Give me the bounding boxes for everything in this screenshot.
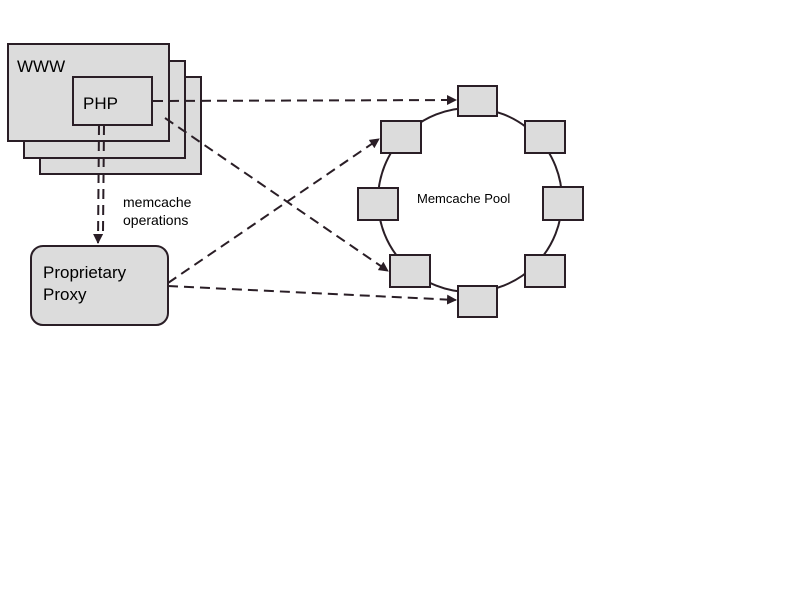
proxy-box: Proprietary Proxy bbox=[30, 245, 169, 326]
edge-label-line2: operations bbox=[123, 212, 188, 228]
arrow-php-to-proxy-b bbox=[102, 124, 105, 233]
arrow-php-to-bottom-left-node bbox=[164, 117, 389, 272]
memcache-node-right bbox=[542, 186, 584, 221]
connections bbox=[93, 95, 457, 305]
arrow-proxy-to-top-left-node bbox=[167, 138, 380, 284]
php-label: PHP bbox=[83, 94, 118, 113]
memcache-node-bottom bbox=[457, 285, 498, 318]
memcache-node-top bbox=[457, 85, 498, 117]
proxy-label-line2: Proxy bbox=[43, 285, 87, 304]
memcache-node-bottom-right bbox=[524, 254, 566, 288]
pool-label: Memcache Pool bbox=[417, 191, 510, 206]
arrow-proxy-to-bottom-node bbox=[167, 285, 457, 305]
arrow-php-to-proxy-a bbox=[93, 124, 104, 244]
memcache-operations-label: memcache operations bbox=[123, 194, 192, 228]
php-rect bbox=[72, 76, 153, 126]
www-label: WWW bbox=[17, 57, 65, 76]
memcache-node-bottom-left bbox=[389, 254, 431, 288]
memcache-pool: Memcache Pool bbox=[357, 85, 584, 318]
memcache-node-top-left bbox=[380, 120, 422, 154]
edge-label-line1: memcache bbox=[123, 194, 192, 210]
proxy-label-line1: Proprietary bbox=[43, 263, 127, 282]
arrow-php-to-top-node bbox=[152, 95, 457, 106]
php-box: PHP bbox=[72, 76, 153, 126]
proxy-rect bbox=[30, 245, 169, 326]
memcache-node-top-right bbox=[524, 120, 566, 154]
memcache-node-left bbox=[357, 187, 399, 221]
